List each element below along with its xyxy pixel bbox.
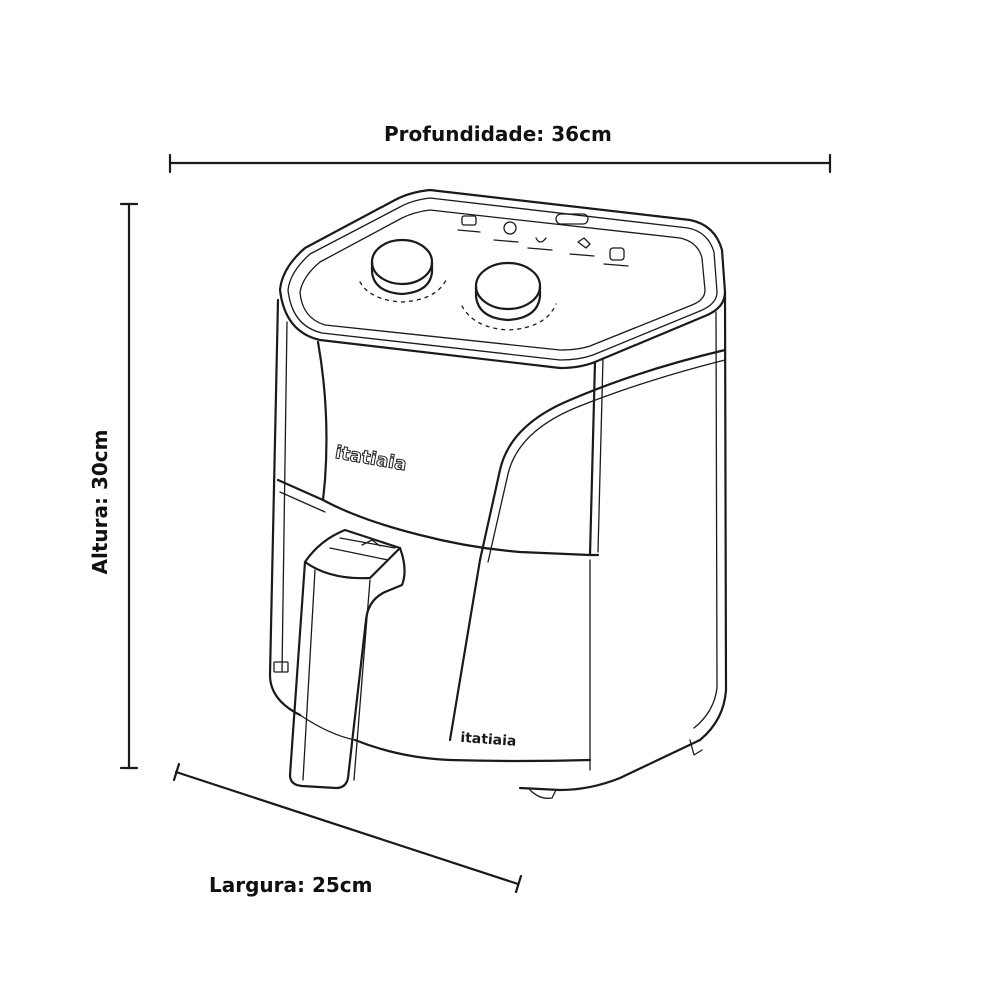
knob-icon bbox=[359, 238, 447, 303]
width-dimension-line bbox=[172, 762, 523, 894]
depth-label: Profundidade: 36cm bbox=[384, 122, 612, 146]
brand-front: itatiaia bbox=[334, 442, 409, 475]
brand-basket: itatiaia bbox=[460, 730, 517, 750]
preset-icon bbox=[457, 215, 629, 267]
width-label: Largura: 25cm bbox=[209, 873, 373, 897]
knob-icon bbox=[461, 261, 557, 331]
fryer-body bbox=[268, 290, 728, 799]
depth-dimension-line bbox=[168, 153, 832, 174]
handle-icon bbox=[288, 528, 406, 790]
height-dimension-line bbox=[119, 202, 139, 770]
lid bbox=[278, 188, 727, 370]
